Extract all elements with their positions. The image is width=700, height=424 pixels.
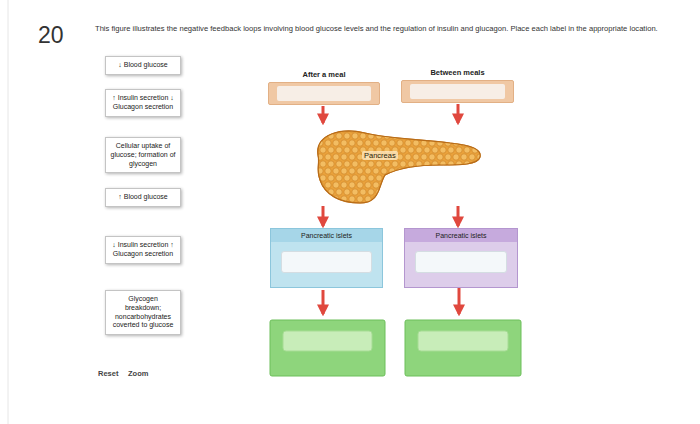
page-edge: [8, 0, 9, 424]
label-text: Glycogen breakdown; noncarbohydrates cov…: [110, 295, 176, 330]
stimulus-slot: [401, 80, 514, 103]
drop-slot: [283, 331, 372, 351]
islet-heading: Pancreatic islets: [405, 229, 517, 242]
islet-box: Pancreatic islets: [404, 228, 518, 288]
islet-box: Pancreatic islets: [270, 228, 383, 288]
islet-heading: Pancreatic islets: [271, 229, 382, 242]
organ-label: Pancreas: [362, 151, 398, 160]
label-text: ↓ Blood glucose: [110, 61, 176, 70]
drag-label: ↑ Insulin secretion ↓ Glucagon secretion: [105, 89, 181, 117]
flow-arrow: [322, 206, 325, 226]
drag-label: Cellular uptake of glucose; formation of…: [105, 137, 181, 173]
drop-slot: [277, 86, 371, 101]
label-text: ↑ Blood glucose: [110, 193, 176, 202]
toolbar-button: Zoom: [128, 369, 158, 378]
answer-box: [270, 320, 385, 376]
drag-label: ↑ Blood glucose: [105, 188, 181, 207]
instruction-text: This figure illustrates the negative fee…: [95, 24, 687, 33]
toolbar-button: Reset: [98, 369, 128, 378]
stimulus-box: After a meal: [268, 70, 380, 105]
stimulus-box: Between meals: [401, 68, 514, 103]
label-text: ↑ Insulin secretion ↓ Glucagon secretion: [110, 94, 176, 112]
flow-arrow: [322, 290, 325, 314]
answer-box: [405, 320, 521, 376]
drop-slot: [418, 331, 508, 351]
drop-slot: [281, 251, 372, 273]
label-text: Cellular uptake of glucose; formation of…: [110, 142, 176, 168]
column-heading: After a meal: [268, 70, 380, 79]
drag-label: ↓ Insulin secretion ↑ Glucagon secretion: [105, 236, 181, 264]
drag-label: ↓ Blood glucose: [105, 56, 181, 75]
column-heading: Between meals: [401, 68, 514, 77]
drag-label: Glycogen breakdown; noncarbohydrates cov…: [105, 290, 181, 335]
label-text: ↓ Insulin secretion ↑ Glucagon secretion: [110, 241, 176, 259]
stimulus-slot: [268, 82, 380, 105]
drop-slot: [410, 84, 505, 99]
flow-arrow: [322, 106, 325, 123]
flow-arrow: [457, 206, 460, 226]
pancreas-drawing: [310, 125, 482, 205]
drop-slot: [415, 251, 507, 273]
pancreas-organ: Pancreas: [310, 125, 482, 205]
question-number: 20: [38, 22, 78, 49]
flow-arrow: [457, 104, 460, 123]
flow-arrow: [458, 288, 461, 314]
